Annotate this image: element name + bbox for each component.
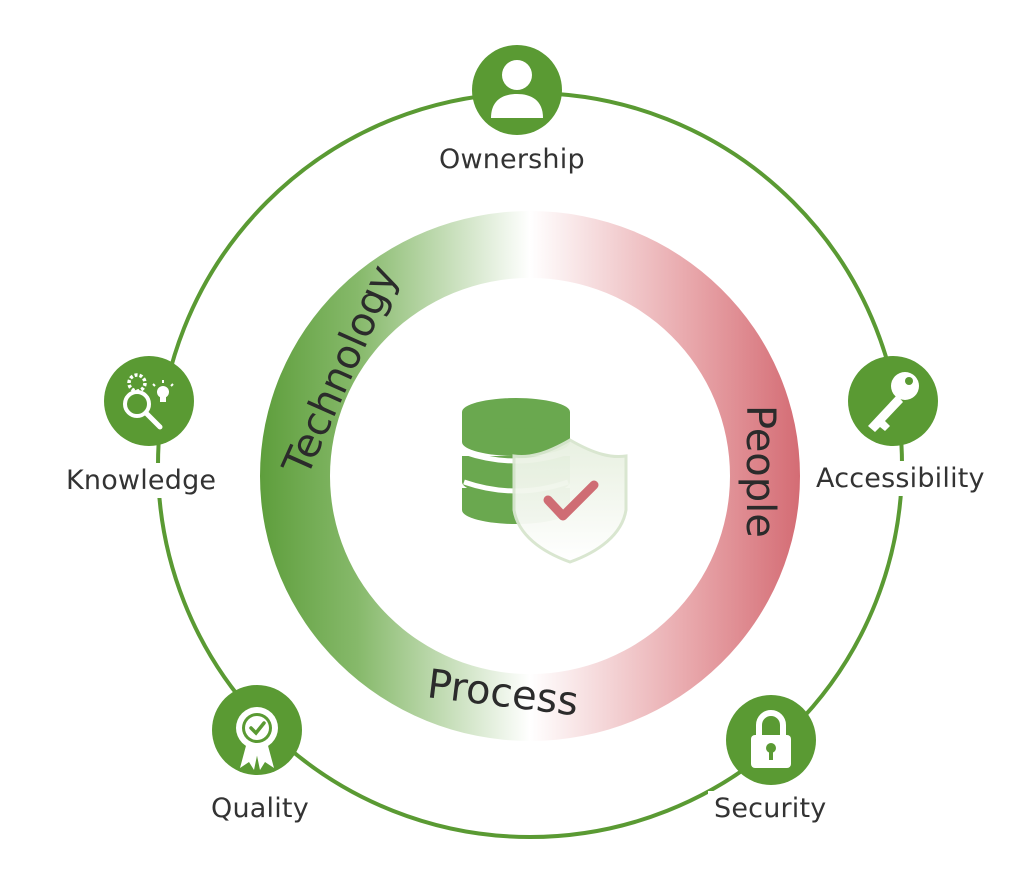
padlock-icon (751, 710, 791, 768)
node-label-ownership: Ownership (433, 142, 591, 177)
quality-node (212, 685, 302, 775)
knowledge-node (104, 356, 194, 446)
node-label-knowledge: Knowledge (60, 463, 223, 498)
award-ribbon-icon (236, 707, 278, 770)
ownership-node (472, 45, 562, 135)
accessibility-node (848, 356, 938, 446)
gear-magnifier-bulb-icon (123, 373, 174, 430)
database-shield-check-icon (462, 398, 628, 564)
node-label-security: Security (708, 791, 833, 826)
key-icon (868, 372, 919, 432)
user-icon (491, 60, 543, 118)
node-label-accessibility: Accessibility (810, 461, 991, 496)
ring-label-people: People (737, 405, 783, 538)
node-label-quality: Quality (205, 791, 315, 826)
security-node (726, 695, 816, 785)
